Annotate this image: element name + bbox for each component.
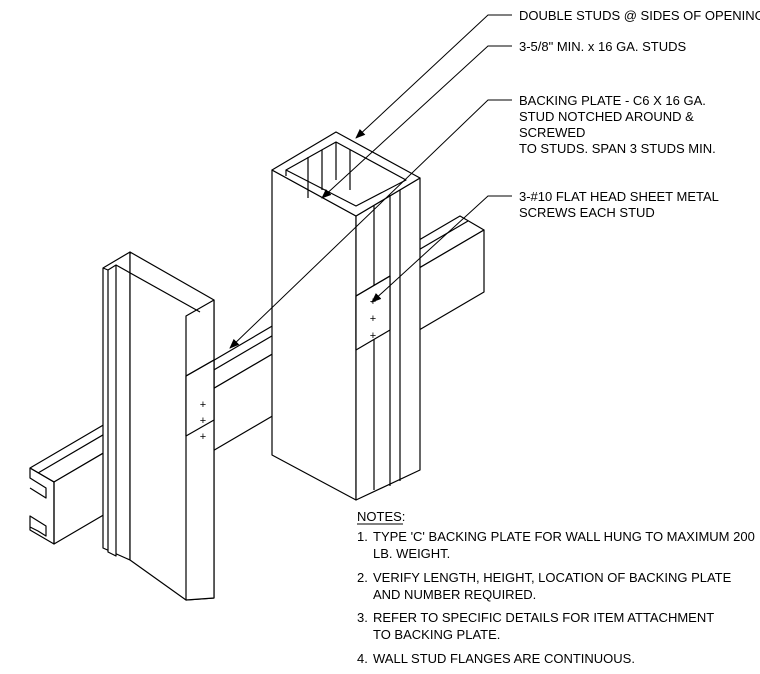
callout-backing-plate-line2: STUD NOTCHED AROUND & (519, 109, 694, 124)
note-text: TO BACKING PLATE. (373, 627, 500, 642)
callout-backing-plate-line4: TO STUDS. SPAN 3 STUDS MIN. (519, 141, 716, 156)
notes-heading: NOTES: (357, 509, 405, 524)
backing-plate-front-segment (185, 359, 215, 437)
screw-mark: + (370, 296, 376, 308)
note-text: LB. WEIGHT. (373, 546, 450, 561)
note-text: VERIFY LENGTH, HEIGHT, LOCATION OF BACKI… (373, 570, 732, 585)
callout-double-studs: DOUBLE STUDS @ SIDES OF OPENING (519, 8, 760, 23)
left-stud-screws: + + + (200, 399, 206, 443)
screw-mark: + (370, 330, 376, 342)
backing-plate-through-studs (355, 275, 391, 351)
screw-mark: + (370, 313, 376, 325)
note-number: 4. (357, 651, 368, 666)
note-text: TYPE 'C' BACKING PLATE FOR WALL HUNG TO … (373, 529, 755, 544)
note-number: 1. (357, 529, 368, 544)
screw-mark: + (200, 399, 206, 411)
callout-stud-size: 3-5/8" MIN. x 16 GA. STUDS (519, 39, 686, 54)
note-text: REFER TO SPECIFIC DETAILS FOR ITEM ATTAC… (373, 610, 714, 625)
callout-backing-plate-line3: SCREWED (519, 125, 585, 140)
screw-mark: + (200, 431, 206, 443)
double-stud-screws: + + + (370, 296, 376, 342)
note-text: WALL STUD FLANGES ARE CONTINUOUS. (373, 651, 635, 666)
callout-labels: DOUBLE STUDS @ SIDES OF OPENING 3-5/8" M… (519, 8, 760, 220)
callout-leaders (229, 14, 512, 349)
notes-block: NOTES: 1. TYPE 'C' BACKING PLATE FOR WAL… (357, 509, 755, 666)
callout-screws-line2: SCREWS EACH STUD (519, 205, 655, 220)
callout-screws: 3-#10 FLAT HEAD SHEET METAL (519, 189, 719, 204)
screw-mark: + (200, 415, 206, 427)
note-number: 3. (357, 610, 368, 625)
callout-backing-plate: BACKING PLATE - C6 X 16 GA. (519, 93, 706, 108)
note-number: 2. (357, 570, 368, 585)
note-text: AND NUMBER REQUIRED. (373, 587, 536, 602)
double-studs-box (271, 131, 421, 501)
